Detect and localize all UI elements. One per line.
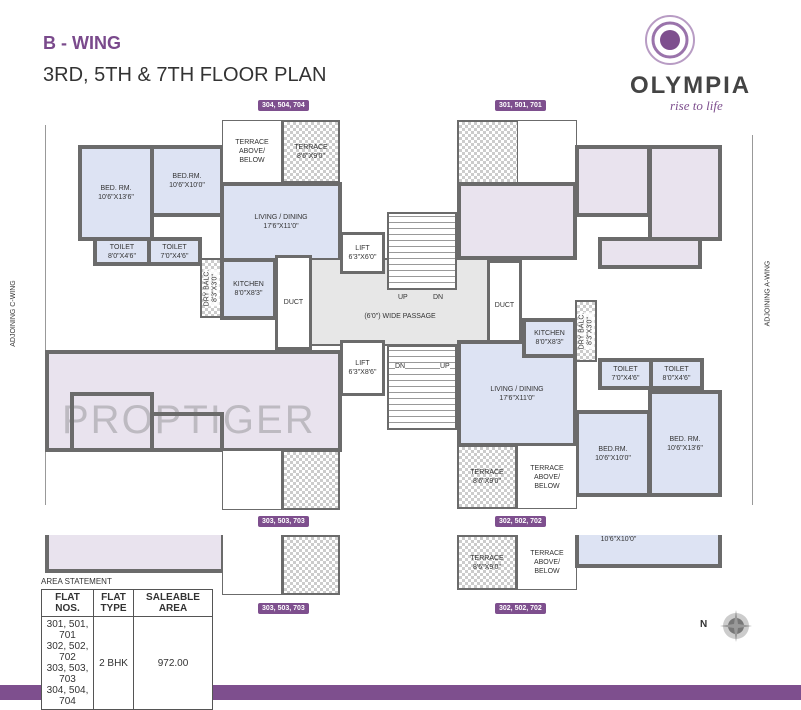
header-saleable-area: SALEABLE AREA	[133, 589, 213, 617]
flat-tag-303: 303, 503, 703	[258, 516, 309, 527]
room-terrace	[457, 120, 519, 185]
room-terrace-above	[222, 450, 282, 510]
flat-type-cell: 2 BHK	[93, 616, 135, 710]
room-bedroom: BED.RM.10'6"X10'0"	[150, 145, 224, 217]
dry-balcony-size: 8'3"X3'0"	[211, 274, 219, 302]
bedroom-furnished	[150, 412, 224, 452]
room-terrace	[282, 535, 340, 595]
toilets-furnished	[598, 237, 702, 269]
logo: OLYMPIA rise to life	[620, 10, 780, 115]
room-terrace-above: TERRACE ABOVE/ BELOW	[517, 445, 577, 509]
stair-dn-label: DN	[433, 294, 444, 301]
flat-no: 301, 501, 701	[46, 619, 89, 641]
saleable-area-cell: 972.00	[133, 616, 213, 710]
flat-tag-303-lower: 303, 503, 703	[258, 603, 309, 614]
room-terrace-above: TERRACE ABOVE/ BELOW	[222, 120, 282, 183]
dry-balcony-size: 8'3"X3'0"	[586, 317, 594, 345]
header-flat-type: FLAT TYPE	[93, 589, 135, 617]
flat-no: 302, 502, 702	[46, 641, 89, 663]
staircase-top	[387, 212, 457, 290]
room-terrace-above: TERRACE ABOVE/ BELOW	[517, 535, 577, 590]
wall	[752, 135, 753, 505]
area-statement-table: FLAT NOS. FLAT TYPE SALEABLE AREA 301, 5…	[40, 589, 213, 710]
flat-tag-302: 302, 502, 702	[495, 516, 546, 527]
logo-emblem-icon	[645, 15, 695, 65]
flat-tag-304: 304, 504, 704	[258, 100, 309, 111]
header-flat-nos: FLAT NOS.	[40, 589, 95, 617]
partial-flat-strip	[45, 535, 225, 573]
bedroom-furnished	[575, 145, 651, 217]
flat-no: 304, 504, 704	[46, 685, 89, 707]
room-master-bedroom: BED. RM.10'6"X13'6"	[78, 145, 154, 241]
flat-tag-302-lower: 302, 502, 702	[495, 603, 546, 614]
room-dry-balcony: DRY BALC.8'3"X3'0"	[575, 300, 597, 362]
bedroom-furnished	[70, 392, 154, 452]
logo-name: OLYMPIA	[630, 72, 752, 99]
stair-dn-label: DN	[395, 363, 406, 370]
adjoining-c-wing: ADJOINING C-WING	[9, 280, 17, 347]
room-bedroom: BED.RM.10'6"X10'0"	[575, 410, 651, 497]
staircase-bottom	[387, 345, 457, 430]
room-master-bedroom: BED. RM.10'6"X13'6"	[648, 390, 722, 497]
wing-title: B - WING	[43, 33, 121, 53]
room-terrace-above	[517, 120, 577, 185]
flat-no: 303, 503, 703	[46, 663, 89, 685]
duct-right: DUCT	[487, 260, 522, 350]
bedroom-furnished	[648, 145, 722, 241]
flat-nos-cell: 301, 501, 701 302, 502, 702 303, 503, 70…	[40, 616, 95, 710]
compass-north-label: N	[700, 619, 708, 630]
stair-up-label: UP	[440, 363, 450, 370]
adjoining-a-wing: ADJOINING A-WING	[764, 260, 772, 327]
flat-tag-301: 301, 501, 701	[495, 100, 546, 111]
floor-plan-title: 3RD, 5TH & 7TH FLOOR PLAN	[43, 64, 327, 86]
wall	[45, 125, 46, 505]
dry-balcony-label: DRY BALC.	[203, 269, 211, 307]
area-statement-title: AREA STATEMENT	[41, 577, 112, 586]
stair-up-label: UP	[398, 294, 408, 301]
dry-balcony-label: DRY BALC.	[578, 312, 586, 350]
room-dry-balcony: DRY BALC.8'3"X3'0"	[200, 258, 222, 318]
room-terrace	[282, 450, 340, 510]
duct-left: DUCT	[275, 255, 312, 350]
living-furnished	[457, 182, 577, 260]
room-terrace-above	[222, 535, 282, 595]
partial-bedroom-strip: 10'6"X10'0"	[575, 535, 722, 568]
compass-icon	[720, 610, 752, 642]
logo-tagline: rise to life	[670, 98, 723, 113]
